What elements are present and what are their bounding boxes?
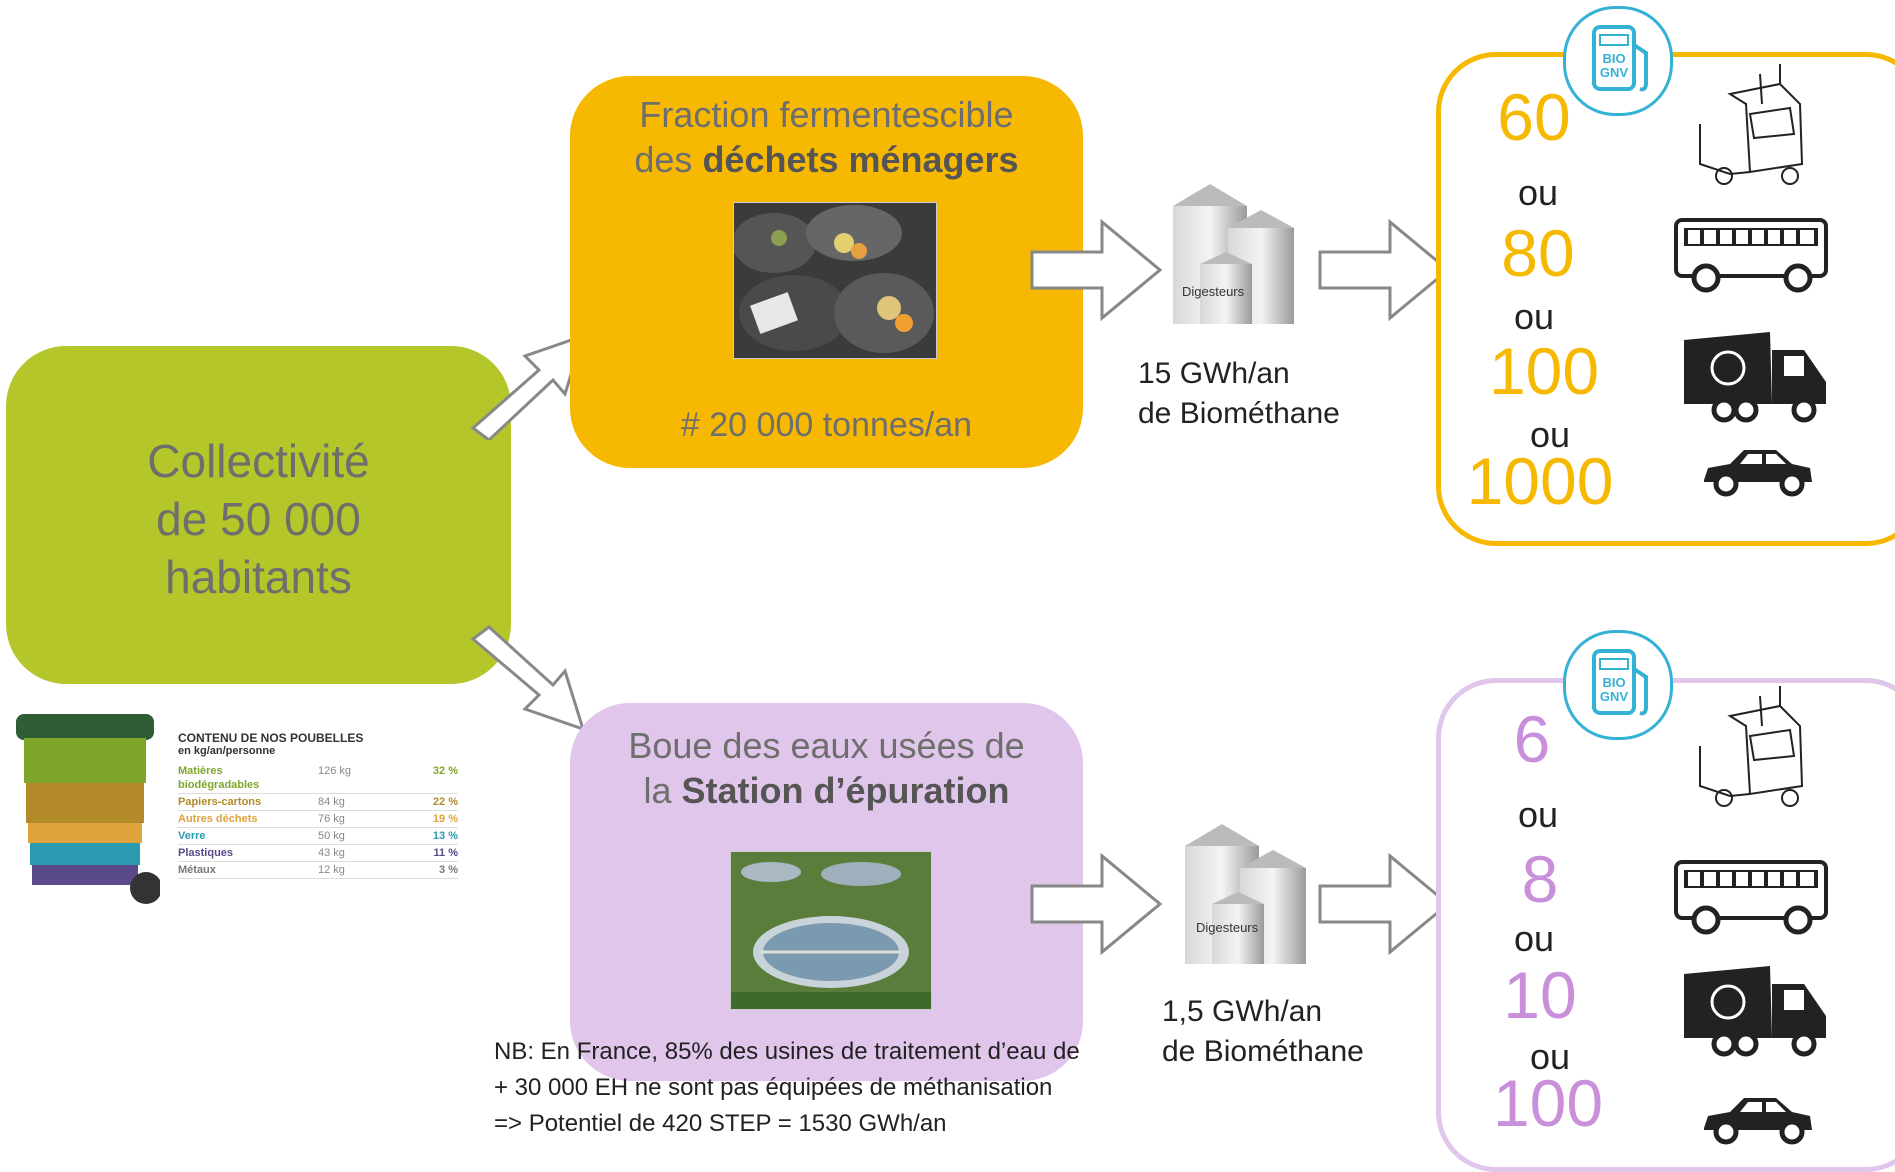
household-energy-value: 15 GWh/an xyxy=(1138,357,1290,390)
household-title-line-1: Fraction fermentescible xyxy=(639,94,1014,135)
digester-sewage-label: Digesteurs xyxy=(1196,920,1259,935)
household-bus-count: 80 xyxy=(1501,216,1575,290)
bus-icon xyxy=(1674,218,1828,293)
household-title-bold: déchets ménagers xyxy=(702,139,1019,180)
waste-bin-icon xyxy=(16,714,160,904)
legend-kg: 43 kg xyxy=(318,847,345,859)
treatment-plant-photo xyxy=(730,851,932,1010)
arrow-to-sewage xyxy=(470,625,586,732)
household-vehicles-box xyxy=(1436,52,1895,546)
source-line-3: habitants xyxy=(165,551,352,603)
waste-legend: CONTENU DE NOS POUBELLES en kg/an/person… xyxy=(178,731,458,879)
arrow-to-digester-household xyxy=(1030,218,1163,322)
note-line-3: => Potentiel de 420 STEP = 1530 GWh/an xyxy=(494,1110,947,1137)
waste-legend-subtitle: en kg/an/personne xyxy=(178,745,276,757)
legend-label: Matières biodégradables xyxy=(178,765,260,791)
legend-row: Verre 50 kg 13 % xyxy=(178,828,458,845)
fuel-pump-icon: BIO GNV xyxy=(1592,649,1648,716)
legend-kg: 126 kg xyxy=(318,765,352,777)
legend-row: Autres déchets 76 kg 19 % xyxy=(178,811,458,828)
bio-gnv-badge-sewage: BIO GNV xyxy=(1563,630,1673,740)
truck-icon xyxy=(1699,686,1804,807)
arrow-to-vehicles-household xyxy=(1318,218,1451,322)
or-label: ou xyxy=(1513,918,1555,959)
legend-pct: 11 % xyxy=(433,847,458,859)
legend-kg: 76 kg xyxy=(318,813,345,825)
household-title-prefix: des xyxy=(634,139,703,180)
source-line-2: de 50 000 xyxy=(156,493,361,545)
gnv-line-2: GNV xyxy=(1600,65,1629,80)
garbage-truck-icon xyxy=(1684,332,1826,423)
waste-legend-title: CONTENU DE NOS POUBELLES xyxy=(178,731,364,745)
legend-kg: 50 kg xyxy=(318,830,345,842)
legend-kg: 84 kg xyxy=(318,796,345,808)
garbage-truck-icon xyxy=(1684,966,1826,1057)
or-label: ou xyxy=(1529,414,1571,455)
sewage-title-bold: Station d’épuration xyxy=(681,770,1010,811)
legend-label: Métaux xyxy=(178,864,216,876)
legend-pct: 19 % xyxy=(432,813,458,825)
household-tonnage: # 20 000 tonnes/an xyxy=(680,406,973,444)
sewage-title-line-2: la Station d’épuration xyxy=(570,768,1083,813)
gnv-line-1: BIO xyxy=(1602,675,1625,690)
sewage-car-count: 100 xyxy=(1492,1066,1604,1140)
sewage-vehicles-box xyxy=(1436,678,1895,1172)
gnv-line-1: BIO xyxy=(1602,51,1625,66)
legend-label: Verre xyxy=(178,830,206,842)
car-icon xyxy=(1704,450,1812,497)
legend-kg: 12 kg xyxy=(318,864,345,876)
sewage-truck-count: 6 xyxy=(1513,702,1551,776)
note-line-1: NB: En France, 85% des usines de traitem… xyxy=(494,1038,1080,1065)
legend-row: Métaux 12 kg 3 % xyxy=(178,862,458,879)
sewage-energy-unit: de Biométhane xyxy=(1162,1035,1364,1068)
fuel-pump-icon: BIO GNV xyxy=(1592,25,1648,92)
sewage-note: NB: En France, 85% des usines de traitem… xyxy=(494,1034,1080,1142)
arrow-to-digester-sewage xyxy=(1030,852,1163,956)
or-label: ou xyxy=(1517,794,1559,835)
household-truck-count: 60 xyxy=(1497,80,1571,154)
sewage-garbage-truck-count: 10 xyxy=(1503,958,1577,1032)
legend-pct: 3 % xyxy=(439,864,458,876)
or-label: ou xyxy=(1529,1036,1571,1077)
legend-pct: 32 % xyxy=(432,765,458,777)
source-box: Collectivité de 50 000 habitants xyxy=(6,346,511,684)
household-title: Fraction fermentescible des déchets ména… xyxy=(570,92,1083,182)
car-icon xyxy=(1704,1098,1812,1145)
household-title-line-2: des déchets ménagers xyxy=(570,137,1083,182)
bus-icon xyxy=(1674,860,1828,935)
legend-row: Matières biodégradables 126 kg 32 % xyxy=(178,763,458,794)
food-waste-photo xyxy=(733,202,937,359)
source-label: Collectivité de 50 000 habitants xyxy=(6,432,511,606)
source-line-1: Collectivité xyxy=(147,435,370,487)
legend-label: Papiers-cartons xyxy=(178,796,262,808)
legend-row: Plastiques 43 kg 11 % xyxy=(178,845,458,862)
sewage-title-line-1: Boue des eaux usées de xyxy=(628,725,1025,766)
legend-label: Plastiques xyxy=(178,847,234,859)
legend-label: Autres déchets xyxy=(178,813,258,825)
legend-pct: 22 % xyxy=(432,796,458,808)
sewage-sludge-box: Boue des eaux usées de la Station d’épur… xyxy=(570,703,1083,1081)
truck-icon xyxy=(1699,64,1804,185)
household-energy: 15 GWh/an de Biométhane xyxy=(1138,354,1340,434)
sewage-energy-value: 1,5 GWh/an xyxy=(1162,995,1323,1028)
sewage-bus-count: 8 xyxy=(1521,842,1559,916)
or-label: ou xyxy=(1517,172,1559,213)
digester-sewage-icon xyxy=(1185,824,1306,964)
household-waste-box: Fraction fermentescible des déchets ména… xyxy=(570,76,1083,468)
household-garbage-truck-count: 100 xyxy=(1488,334,1600,408)
sewage-energy: 1,5 GWh/an de Biométhane xyxy=(1162,992,1364,1072)
arrow-to-vehicles-sewage xyxy=(1318,852,1451,956)
household-energy-unit: de Biométhane xyxy=(1138,397,1340,430)
digester-household-label: Digesteurs xyxy=(1182,284,1245,299)
bio-gnv-badge-household: BIO GNV xyxy=(1563,6,1673,116)
legend-pct: 13 % xyxy=(432,830,458,842)
household-car-count: 1000 xyxy=(1466,444,1614,518)
legend-row: Papiers-cartons 84 kg 22 % xyxy=(178,794,458,811)
note-line-2: + 30 000 EH ne sont pas équipées de méth… xyxy=(494,1074,1053,1101)
or-label: ou xyxy=(1513,296,1555,337)
sewage-title: Boue des eaux usées de la Station d’épur… xyxy=(570,723,1083,813)
gnv-line-2: GNV xyxy=(1600,689,1629,704)
digester-household-icon xyxy=(1173,184,1294,324)
sewage-title-prefix: la xyxy=(643,770,682,811)
